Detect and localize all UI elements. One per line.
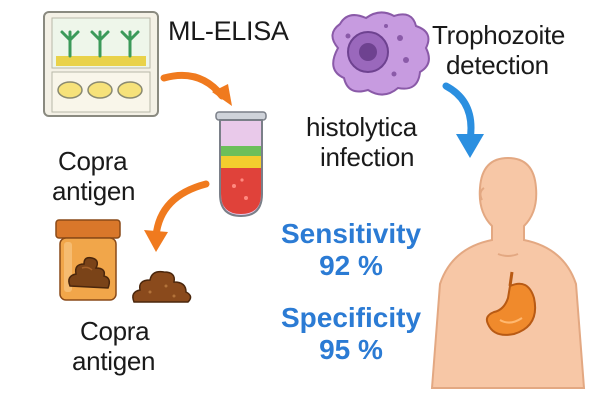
antigen-label-top: antigen — [52, 176, 136, 206]
sensitivity-value: 92 % — [319, 250, 383, 281]
stool-sample-icon — [132, 270, 192, 303]
sensitivity-label: Sensitivity — [280, 218, 422, 249]
infection-label: infection — [320, 142, 415, 172]
stool-specimen-jar-icon — [55, 219, 121, 301]
specificity-label: Specificity — [280, 302, 422, 333]
arrow-detection-to-body-icon — [442, 82, 484, 158]
elisa-plate-icon — [43, 11, 159, 117]
test-tube-icon — [215, 111, 267, 218]
copra-label-bottom: Copra — [80, 316, 150, 346]
arrow-tube-to-jar-icon — [144, 180, 210, 252]
copra-label-top: Copra — [58, 146, 128, 176]
specificity-value: 95 % — [319, 334, 383, 365]
detection-label: detection — [446, 50, 549, 80]
antigen-label-bottom: antigen — [72, 346, 156, 376]
trophozoite-label: Trophozoite — [432, 20, 566, 50]
histolytica-label: histolytica — [306, 112, 417, 142]
human-torso-icon — [430, 156, 586, 389]
arrow-plate-to-tube-icon — [160, 71, 232, 106]
amoeba-trophozoite-icon — [331, 11, 430, 96]
title-label: ML-ELISA — [168, 16, 289, 46]
